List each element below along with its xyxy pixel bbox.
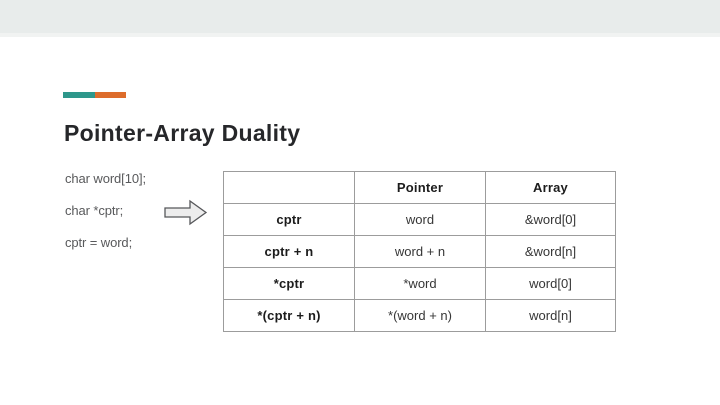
table-cell-label: cptr [223, 203, 355, 236]
code-line-declaration-array: char word[10]; [65, 171, 146, 186]
table-cell-pointer: *(word + n) [354, 299, 486, 332]
table-cell-label: *cptr [223, 267, 355, 300]
table-cell-pointer: word + n [354, 235, 486, 268]
table-header-array: Array [485, 171, 616, 204]
table-row: *(cptr + n) *(word + n) word[n] [223, 299, 616, 332]
table-row: cptr + n word + n &word[n] [223, 235, 616, 268]
table-cell-array: word[0] [485, 267, 616, 300]
table-header-empty [223, 171, 355, 204]
accent-bar-teal-segment [63, 92, 95, 98]
arrow-right-icon [164, 199, 208, 226]
table-row: *cptr *word word[0] [223, 267, 616, 300]
table-cell-pointer: word [354, 203, 486, 236]
code-line-assignment: cptr = word; [65, 235, 133, 250]
slide-title: Pointer-Array Duality [64, 120, 301, 147]
table-header-row: Pointer Array [223, 171, 616, 204]
accent-bar-orange-segment [94, 92, 126, 98]
code-line-declaration-pointer: char *cptr; [65, 203, 124, 218]
title-accent-bar [63, 92, 126, 98]
table-cell-pointer: *word [354, 267, 486, 300]
table-cell-array: &word[n] [485, 235, 616, 268]
table-cell-label: *(cptr + n) [223, 299, 355, 332]
table-cell-array: &word[0] [485, 203, 616, 236]
table-cell-array: word[n] [485, 299, 616, 332]
top-gray-band [0, 0, 720, 37]
table-header-pointer: Pointer [354, 171, 486, 204]
table-cell-label: cptr + n [223, 235, 355, 268]
table-row: cptr word &word[0] [223, 203, 616, 236]
pointer-array-table: Pointer Array cptr word &word[0] cptr + … [223, 171, 616, 332]
